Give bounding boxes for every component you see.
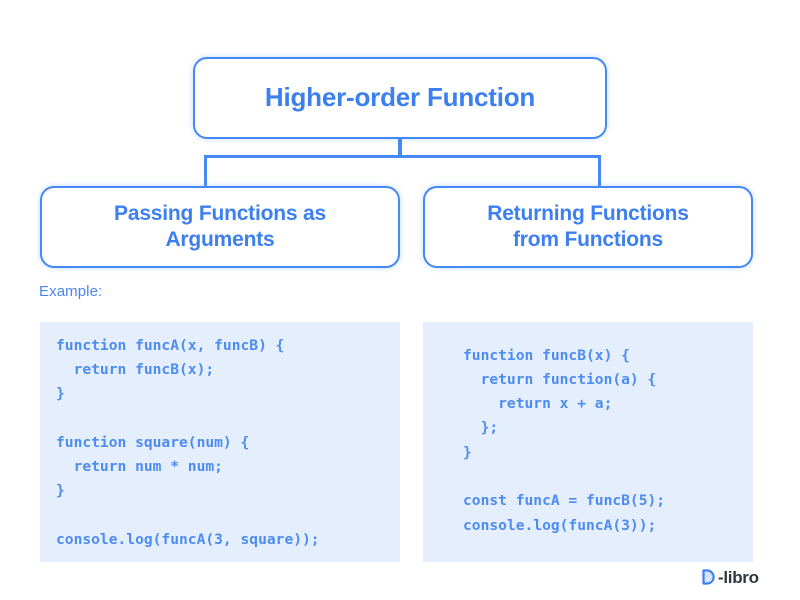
- code-block-returning-functions: function funcB(x) { return function(a) {…: [423, 321, 753, 562]
- code-block-passing-functions: function funcA(x, funcB) { return funcB(…: [40, 321, 400, 562]
- logo-text: -libro: [718, 567, 759, 587]
- node-returning-functions-from-functions: Returning Functions from Functions: [423, 186, 753, 268]
- connector-drop-right: [598, 155, 601, 188]
- node-label: Returning Functions from Functions: [487, 202, 689, 251]
- node-higher-order-function: Higher-order Function: [193, 57, 607, 139]
- brand-logo: -libro: [697, 566, 775, 588]
- connector-horizontal-bar: [204, 155, 601, 158]
- node-label: Higher-order Function: [264, 82, 536, 113]
- example-label: Example:: [39, 283, 103, 300]
- d-letter-icon: [701, 569, 715, 585]
- node-passing-functions-as-arguments: Passing Functions as Arguments: [40, 186, 400, 268]
- connector-stem: [398, 139, 402, 158]
- connector-drop-left: [204, 155, 207, 188]
- node-label: Passing Functions as Arguments: [114, 202, 326, 251]
